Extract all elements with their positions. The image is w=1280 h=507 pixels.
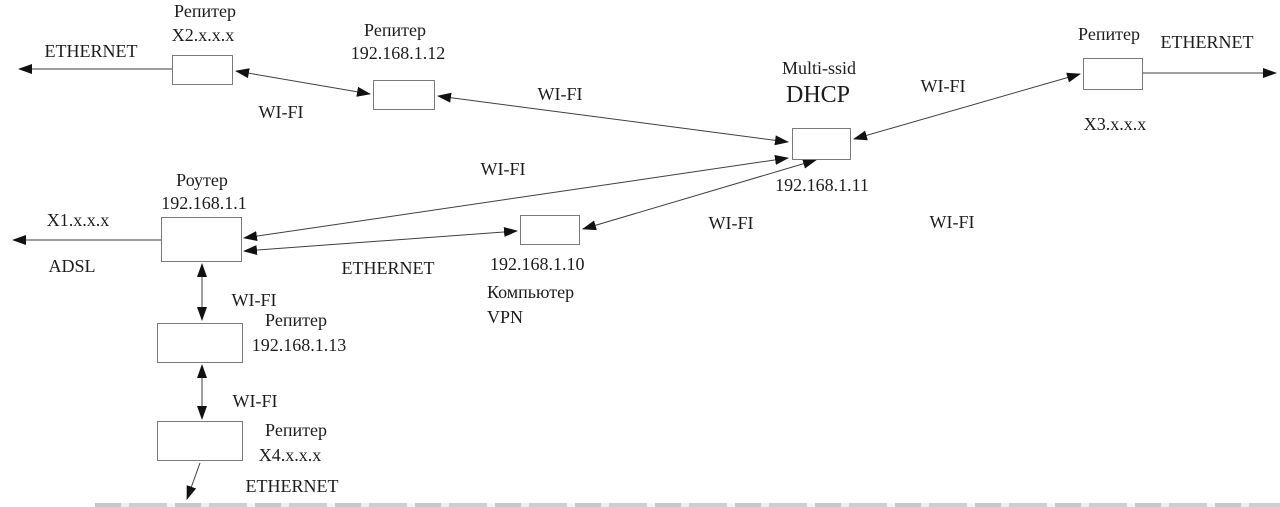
link-r12-ap-wifi xyxy=(437,92,789,146)
label-wifi-right: WI-FI xyxy=(929,212,975,232)
label-ethernet-top-right: ETHERNET xyxy=(1160,32,1254,52)
label-wifi-ap-x3: WI-FI xyxy=(920,76,966,96)
link-router-computer-ethernet xyxy=(243,226,518,256)
repeater-13-title: Репитер xyxy=(265,310,327,330)
router-title: Роутер xyxy=(176,170,228,190)
router-box xyxy=(161,217,242,262)
link-computer-ap-wifi xyxy=(582,158,817,231)
label-ethernet-router-computer: ETHERNET xyxy=(341,258,435,278)
access-point-mode: Multi-ssid xyxy=(781,58,857,78)
repeater-x3-title: Репитер xyxy=(1078,24,1140,44)
cutoff-text-strip xyxy=(95,503,1280,507)
label-wifi-router-r13: WI-FI xyxy=(231,290,277,310)
repeater-x3-id: X3.x.x.x xyxy=(1083,114,1147,134)
label-ethernet-top-left: ETHERNET xyxy=(44,41,138,61)
label-wifi-r13-x4: WI-FI xyxy=(232,391,278,411)
computer-ip: 192.168.1.10 xyxy=(490,254,585,274)
repeater-x4-id: X4.x.x.x xyxy=(258,445,322,465)
access-point-service: DHCP xyxy=(785,82,851,108)
label-wifi-r12-ap: WI-FI xyxy=(537,84,583,104)
router-ip: 192.168.1.1 xyxy=(161,193,247,213)
label-wifi-x2-r12: WI-FI xyxy=(258,102,304,122)
repeater-13-ip: 192.168.1.13 xyxy=(251,335,347,355)
label-wifi-computer-ap: WI-FI xyxy=(708,213,754,233)
label-wifi-ap-router: WI-FI xyxy=(480,159,526,179)
repeater-13-box xyxy=(157,323,243,363)
repeater-x2-box xyxy=(172,55,233,85)
repeater-12-title: Репитер xyxy=(364,20,426,40)
repeater-x4-box xyxy=(157,421,243,461)
router-wan-id: X1.x.x.x xyxy=(46,210,110,230)
computer-box xyxy=(520,215,580,245)
repeater-x2-id: X2.x.x.x xyxy=(171,25,235,45)
link-ap-x3-wifi xyxy=(853,72,1081,141)
repeater-x2-title: Репитер xyxy=(174,1,236,21)
repeater-x4-title: Репитер xyxy=(265,420,327,440)
repeater-x3-box xyxy=(1083,58,1143,90)
access-point-box xyxy=(792,128,851,160)
computer-title: Компьютер xyxy=(487,282,575,302)
computer-service: VPN xyxy=(487,307,524,327)
router-wan-type: ADSL xyxy=(48,256,96,276)
label-ethernet-bottom: ETHERNET xyxy=(245,476,339,496)
access-point-ip: 192.168.1.11 xyxy=(775,175,869,195)
link-x4-ethernet-south xyxy=(186,462,201,500)
repeater-12-box xyxy=(373,80,435,110)
repeater-12-ip: 192.168.1.12 xyxy=(350,43,446,63)
link-x2-r12-wifi xyxy=(235,68,371,97)
